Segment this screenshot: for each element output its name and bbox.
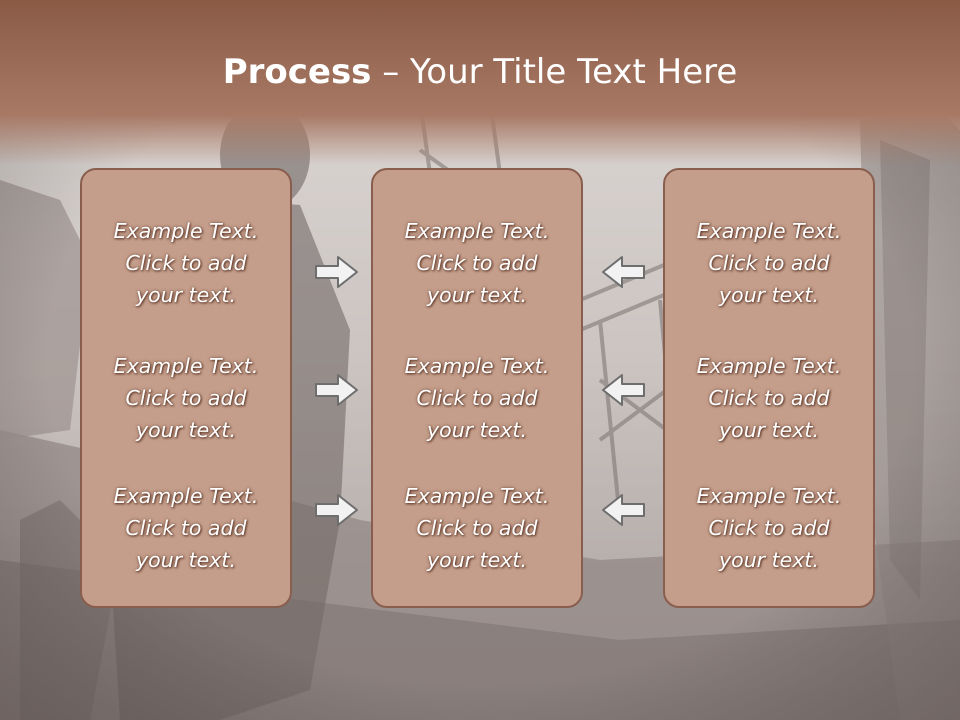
- text-placeholder[interactable]: Example Text. Click to add your text.: [665, 215, 873, 311]
- text-line: your text.: [427, 548, 527, 572]
- left-arrow-icon[interactable]: [600, 492, 646, 528]
- text-line: Example Text.: [404, 484, 550, 508]
- text-placeholder[interactable]: Example Text. Click to add your text.: [665, 480, 873, 576]
- process-box-right[interactable]: Example Text. Click to add your text. Ex…: [663, 168, 875, 608]
- title-rest: – Your Title Text Here: [371, 52, 738, 92]
- slide-title[interactable]: Process – Your Title Text Here: [0, 52, 960, 92]
- text-placeholder[interactable]: Example Text. Click to add your text.: [82, 480, 290, 576]
- text-line: Example Text.: [696, 219, 842, 243]
- text-placeholder[interactable]: Example Text. Click to add your text.: [82, 215, 290, 311]
- text-line: your text.: [427, 418, 527, 442]
- text-line: Example Text.: [113, 219, 259, 243]
- process-box-center[interactable]: Example Text. Click to add your text. Ex…: [371, 168, 583, 608]
- text-line: your text.: [719, 548, 819, 572]
- text-line: Example Text.: [113, 354, 259, 378]
- text-placeholder[interactable]: Example Text. Click to add your text.: [373, 350, 581, 446]
- text-line: Click to add: [125, 251, 247, 275]
- text-line: Click to add: [416, 516, 538, 540]
- left-arrow-icon[interactable]: [600, 372, 646, 408]
- right-arrow-icon[interactable]: [314, 492, 360, 528]
- text-line: Example Text.: [404, 354, 550, 378]
- text-line: Example Text.: [113, 484, 259, 508]
- text-line: your text.: [719, 283, 819, 307]
- right-arrow-icon[interactable]: [314, 372, 360, 408]
- text-line: your text.: [719, 418, 819, 442]
- text-placeholder[interactable]: Example Text. Click to add your text.: [373, 215, 581, 311]
- text-line: your text.: [136, 548, 236, 572]
- text-line: Click to add: [708, 516, 830, 540]
- text-placeholder[interactable]: Example Text. Click to add your text.: [373, 480, 581, 576]
- text-line: your text.: [136, 283, 236, 307]
- text-line: Example Text.: [404, 219, 550, 243]
- text-line: Click to add: [125, 386, 247, 410]
- title-bold: Process: [222, 52, 372, 92]
- text-line: Click to add: [416, 386, 538, 410]
- text-placeholder[interactable]: Example Text. Click to add your text.: [82, 350, 290, 446]
- process-box-left[interactable]: Example Text. Click to add your text. Ex…: [80, 168, 292, 608]
- text-line: Example Text.: [696, 484, 842, 508]
- text-line: Example Text.: [696, 354, 842, 378]
- text-placeholder[interactable]: Example Text. Click to add your text.: [665, 350, 873, 446]
- text-line: your text.: [136, 418, 236, 442]
- text-line: Click to add: [125, 516, 247, 540]
- text-line: Click to add: [708, 386, 830, 410]
- left-arrow-icon[interactable]: [600, 254, 646, 290]
- text-line: your text.: [427, 283, 527, 307]
- right-arrow-icon[interactable]: [314, 254, 360, 290]
- text-line: Click to add: [708, 251, 830, 275]
- text-line: Click to add: [416, 251, 538, 275]
